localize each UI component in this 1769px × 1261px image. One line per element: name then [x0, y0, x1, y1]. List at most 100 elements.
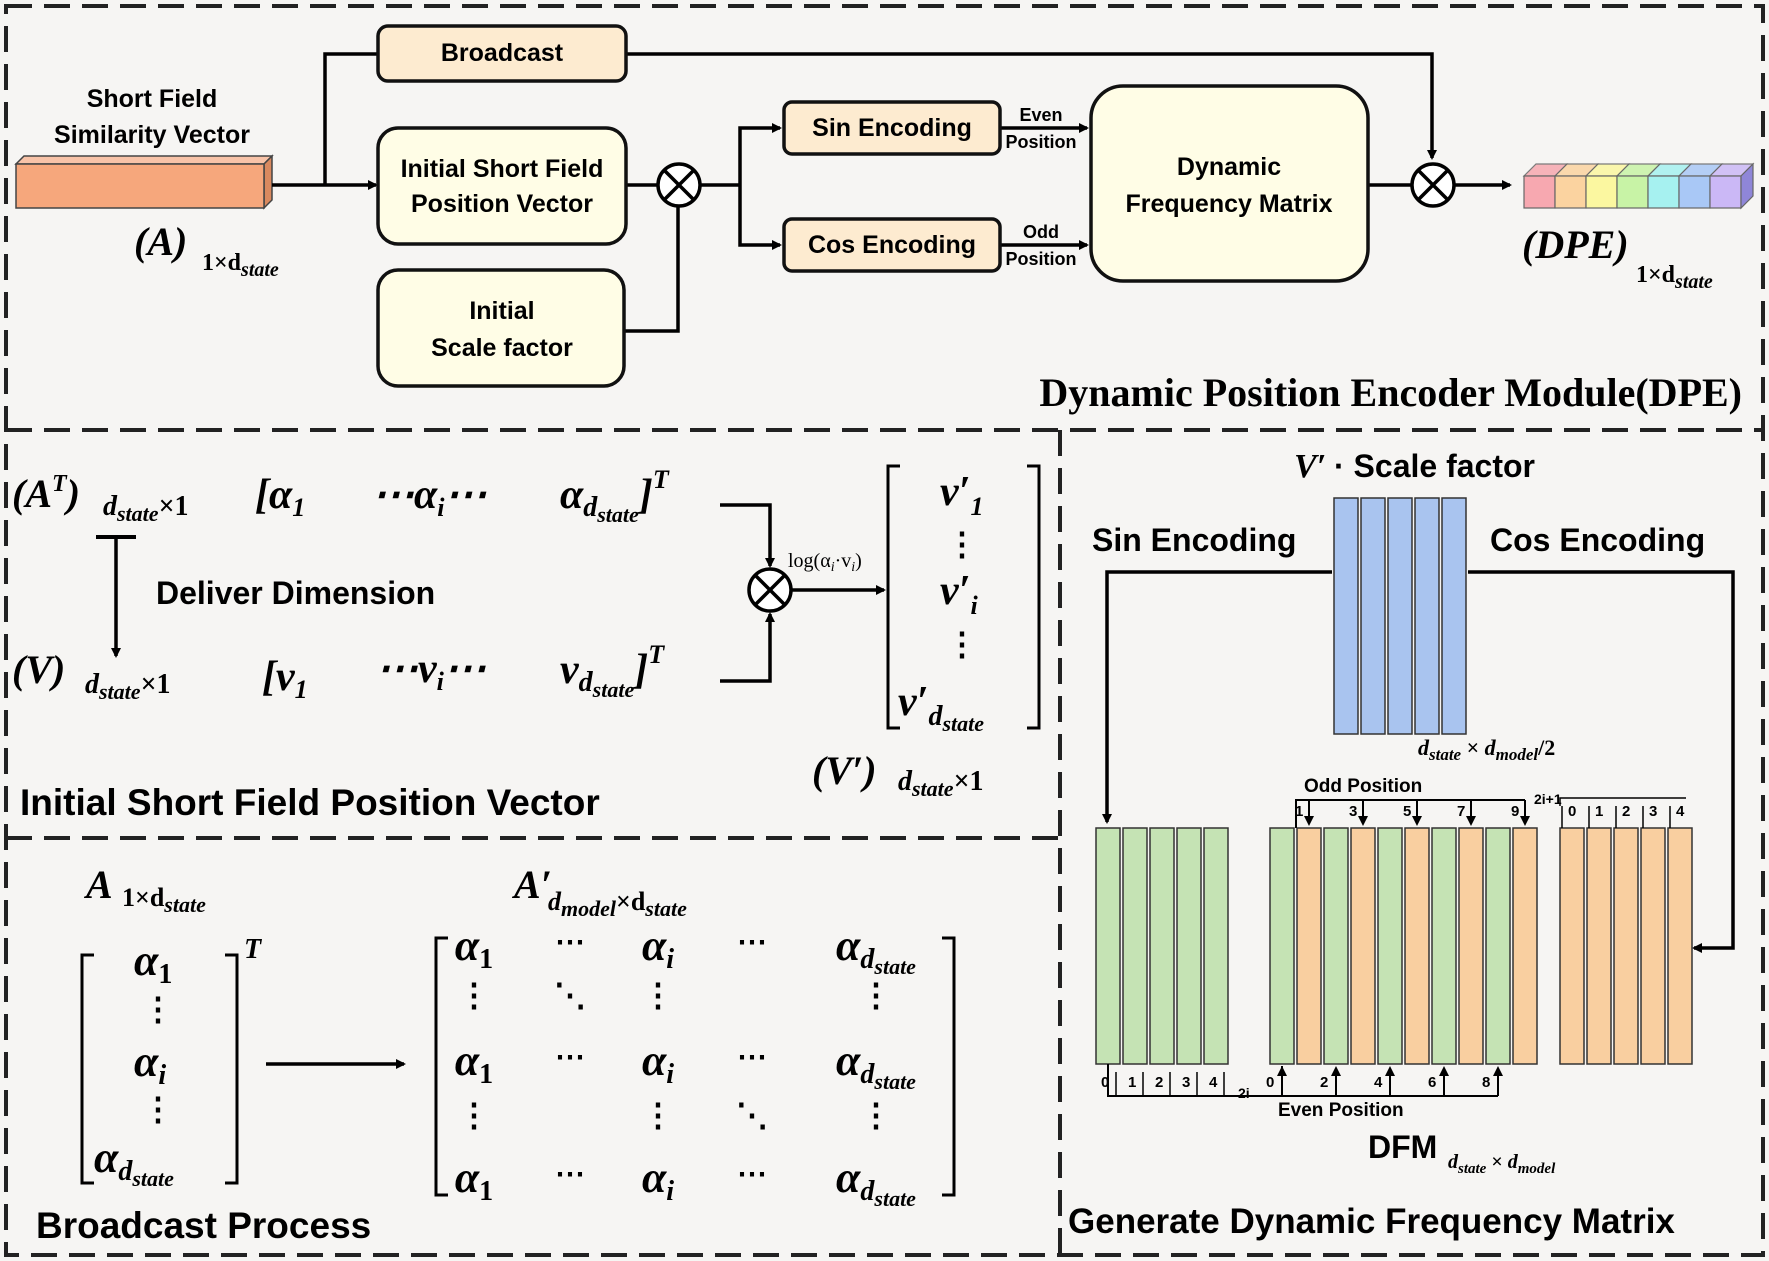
initial-scale-line1: Initial [469, 297, 534, 325]
initial-scale-line2: Scale factor [431, 334, 573, 362]
arrow-to-sin-columns [1102, 570, 1332, 824]
scale-column [1360, 497, 1386, 735]
scale-column [1387, 497, 1413, 735]
matrix-ddots: ⋱ [736, 1097, 768, 1133]
right-cos-label: Cos Encoding [1490, 522, 1705, 558]
dfm-even-column [1323, 827, 1349, 1065]
at-sub: dstate×1 [103, 491, 189, 526]
matrix-cdots: ⋯ [555, 1041, 585, 1074]
dfm-even-column [1377, 827, 1403, 1065]
initial-vector-title: Initial Short Field Position Vector [20, 782, 600, 823]
alpha-i: ⋯αi⋯ [372, 472, 486, 522]
dfm-sub: dstate × dmodel [1448, 1151, 1556, 1177]
v-d: vdstate]T [560, 640, 665, 702]
at-var: (AT) [12, 471, 80, 516]
sin-index: 3 [1182, 1074, 1190, 1091]
input-label-line2: Similarity Vector [54, 121, 250, 149]
dfm-odd-column [1404, 827, 1430, 1065]
outer-border [4, 4, 1765, 1257]
matrix-entry: αdstate [836, 1036, 916, 1094]
matrix-cdots: ⋯ [737, 1158, 767, 1191]
input-vector [14, 154, 274, 210]
matrix-vdots: ⋮ [458, 977, 490, 1013]
odd-label-line1: Odd [1023, 222, 1059, 242]
arrow-to-cos [738, 185, 782, 250]
input-var: (A) [134, 219, 187, 264]
blue-dim: dstate × dmodel/2 [1418, 735, 1555, 764]
cos-encoding-box [782, 217, 1002, 273]
aprime-brackets [434, 936, 956, 1197]
sin-column [1176, 827, 1202, 1065]
matrix-cdots: ⋯ [555, 1158, 585, 1191]
matrix-entry: αi [642, 1153, 674, 1207]
dfm-even-column [1269, 827, 1295, 1065]
arrow-v-to-mult [720, 612, 775, 683]
vdots-2: ⋮ [946, 626, 978, 662]
matrix-entry: α1 [455, 921, 493, 975]
a-label: A [83, 862, 113, 907]
broadcast-label: Broadcast [441, 39, 564, 67]
arrow-to-cos-columns [1468, 570, 1735, 953]
odd-index: 7 [1457, 803, 1465, 820]
arrow-broadcast-to-mult [626, 52, 1437, 160]
odd-index: 1 [1295, 803, 1303, 820]
initial-position-vector-box [376, 126, 628, 246]
matrix-entry: αi [642, 1036, 674, 1090]
cos-index: 4 [1676, 803, 1685, 820]
cos-index: 3 [1649, 803, 1657, 820]
right-sin-label: Sin Encoding [1092, 522, 1296, 558]
odd-index: 9 [1511, 803, 1519, 820]
cos-index: 0 [1568, 803, 1576, 820]
even-index: 6 [1428, 1074, 1436, 1091]
output-cell [1585, 175, 1618, 209]
cos-column [1559, 827, 1585, 1065]
matrix-vdots: ⋮ [860, 977, 892, 1013]
matrix-cdots: ⋯ [737, 926, 767, 959]
scale-header-var: V′ [1294, 448, 1326, 485]
a-alpha-d: αdstate [94, 1133, 174, 1191]
sin-column [1203, 827, 1229, 1065]
matrix-entry: αdstate [836, 1153, 916, 1211]
cos-index: 2 [1622, 803, 1630, 820]
matrix-vdots: ⋮ [860, 1097, 892, 1133]
output-var: (DPE) [1522, 222, 1629, 267]
alpha-d: αdstate]T [560, 465, 670, 527]
dfm-label-line1: Dynamic [1177, 153, 1281, 181]
odd-bracket [1295, 799, 1525, 828]
dpe-title: Dynamic Position Encoder Module(DPE) [1039, 370, 1742, 415]
aprime-sub: dmodel×dstate [548, 887, 687, 921]
matrix-cdots: ⋯ [737, 1041, 767, 1074]
broadcast-title: Broadcast Process [36, 1205, 371, 1246]
a-alpha-1: α1 [134, 936, 172, 990]
output-cell-side [1740, 162, 1754, 210]
even-bracket-left [1107, 1064, 1282, 1097]
dfm-title: Generate Dynamic Frequency Matrix [1068, 1202, 1675, 1241]
vprime-brackets [886, 464, 1041, 730]
initial-scale-factor-box [376, 268, 626, 388]
input-sub: 1×dstate [202, 250, 279, 281]
v-sub: dstate×1 [85, 669, 171, 704]
middle-section: (AT) dstate×1 [α1 ⋯αi⋯ αdstate]T Deliver… [12, 464, 1041, 823]
multiply-icon [656, 162, 702, 208]
even-label-line1: Even [1019, 105, 1062, 125]
right-section: V′ · Scale factor Sin Encoding Cos Encod… [1068, 448, 1735, 1241]
output-cell [1616, 175, 1649, 209]
matrix-entry: αi [642, 921, 674, 975]
dynamic-frequency-matrix-box [1089, 84, 1370, 283]
vprime-d: v′dstate [898, 679, 984, 736]
arrow-to-sin [738, 123, 782, 185]
sin-column [1122, 827, 1148, 1065]
odd-2i1-label: 2i+1 [1534, 791, 1562, 807]
initial-position-line1: Initial Short Field [401, 155, 604, 183]
dfm-even-column [1485, 827, 1511, 1065]
vprime-var: (V′) [812, 748, 877, 793]
vdots-1: ⋮ [946, 526, 978, 562]
output-cell [1523, 175, 1556, 209]
scale-header-text: · Scale factor [1334, 448, 1535, 484]
line-to-broadcast [323, 52, 378, 185]
scale-column [1441, 497, 1467, 735]
bottom-section: A 1×dstate A′ dmodel×dstate T α1 ⋮ αi ⋮ … [36, 862, 956, 1246]
multiply-icon [747, 567, 793, 613]
